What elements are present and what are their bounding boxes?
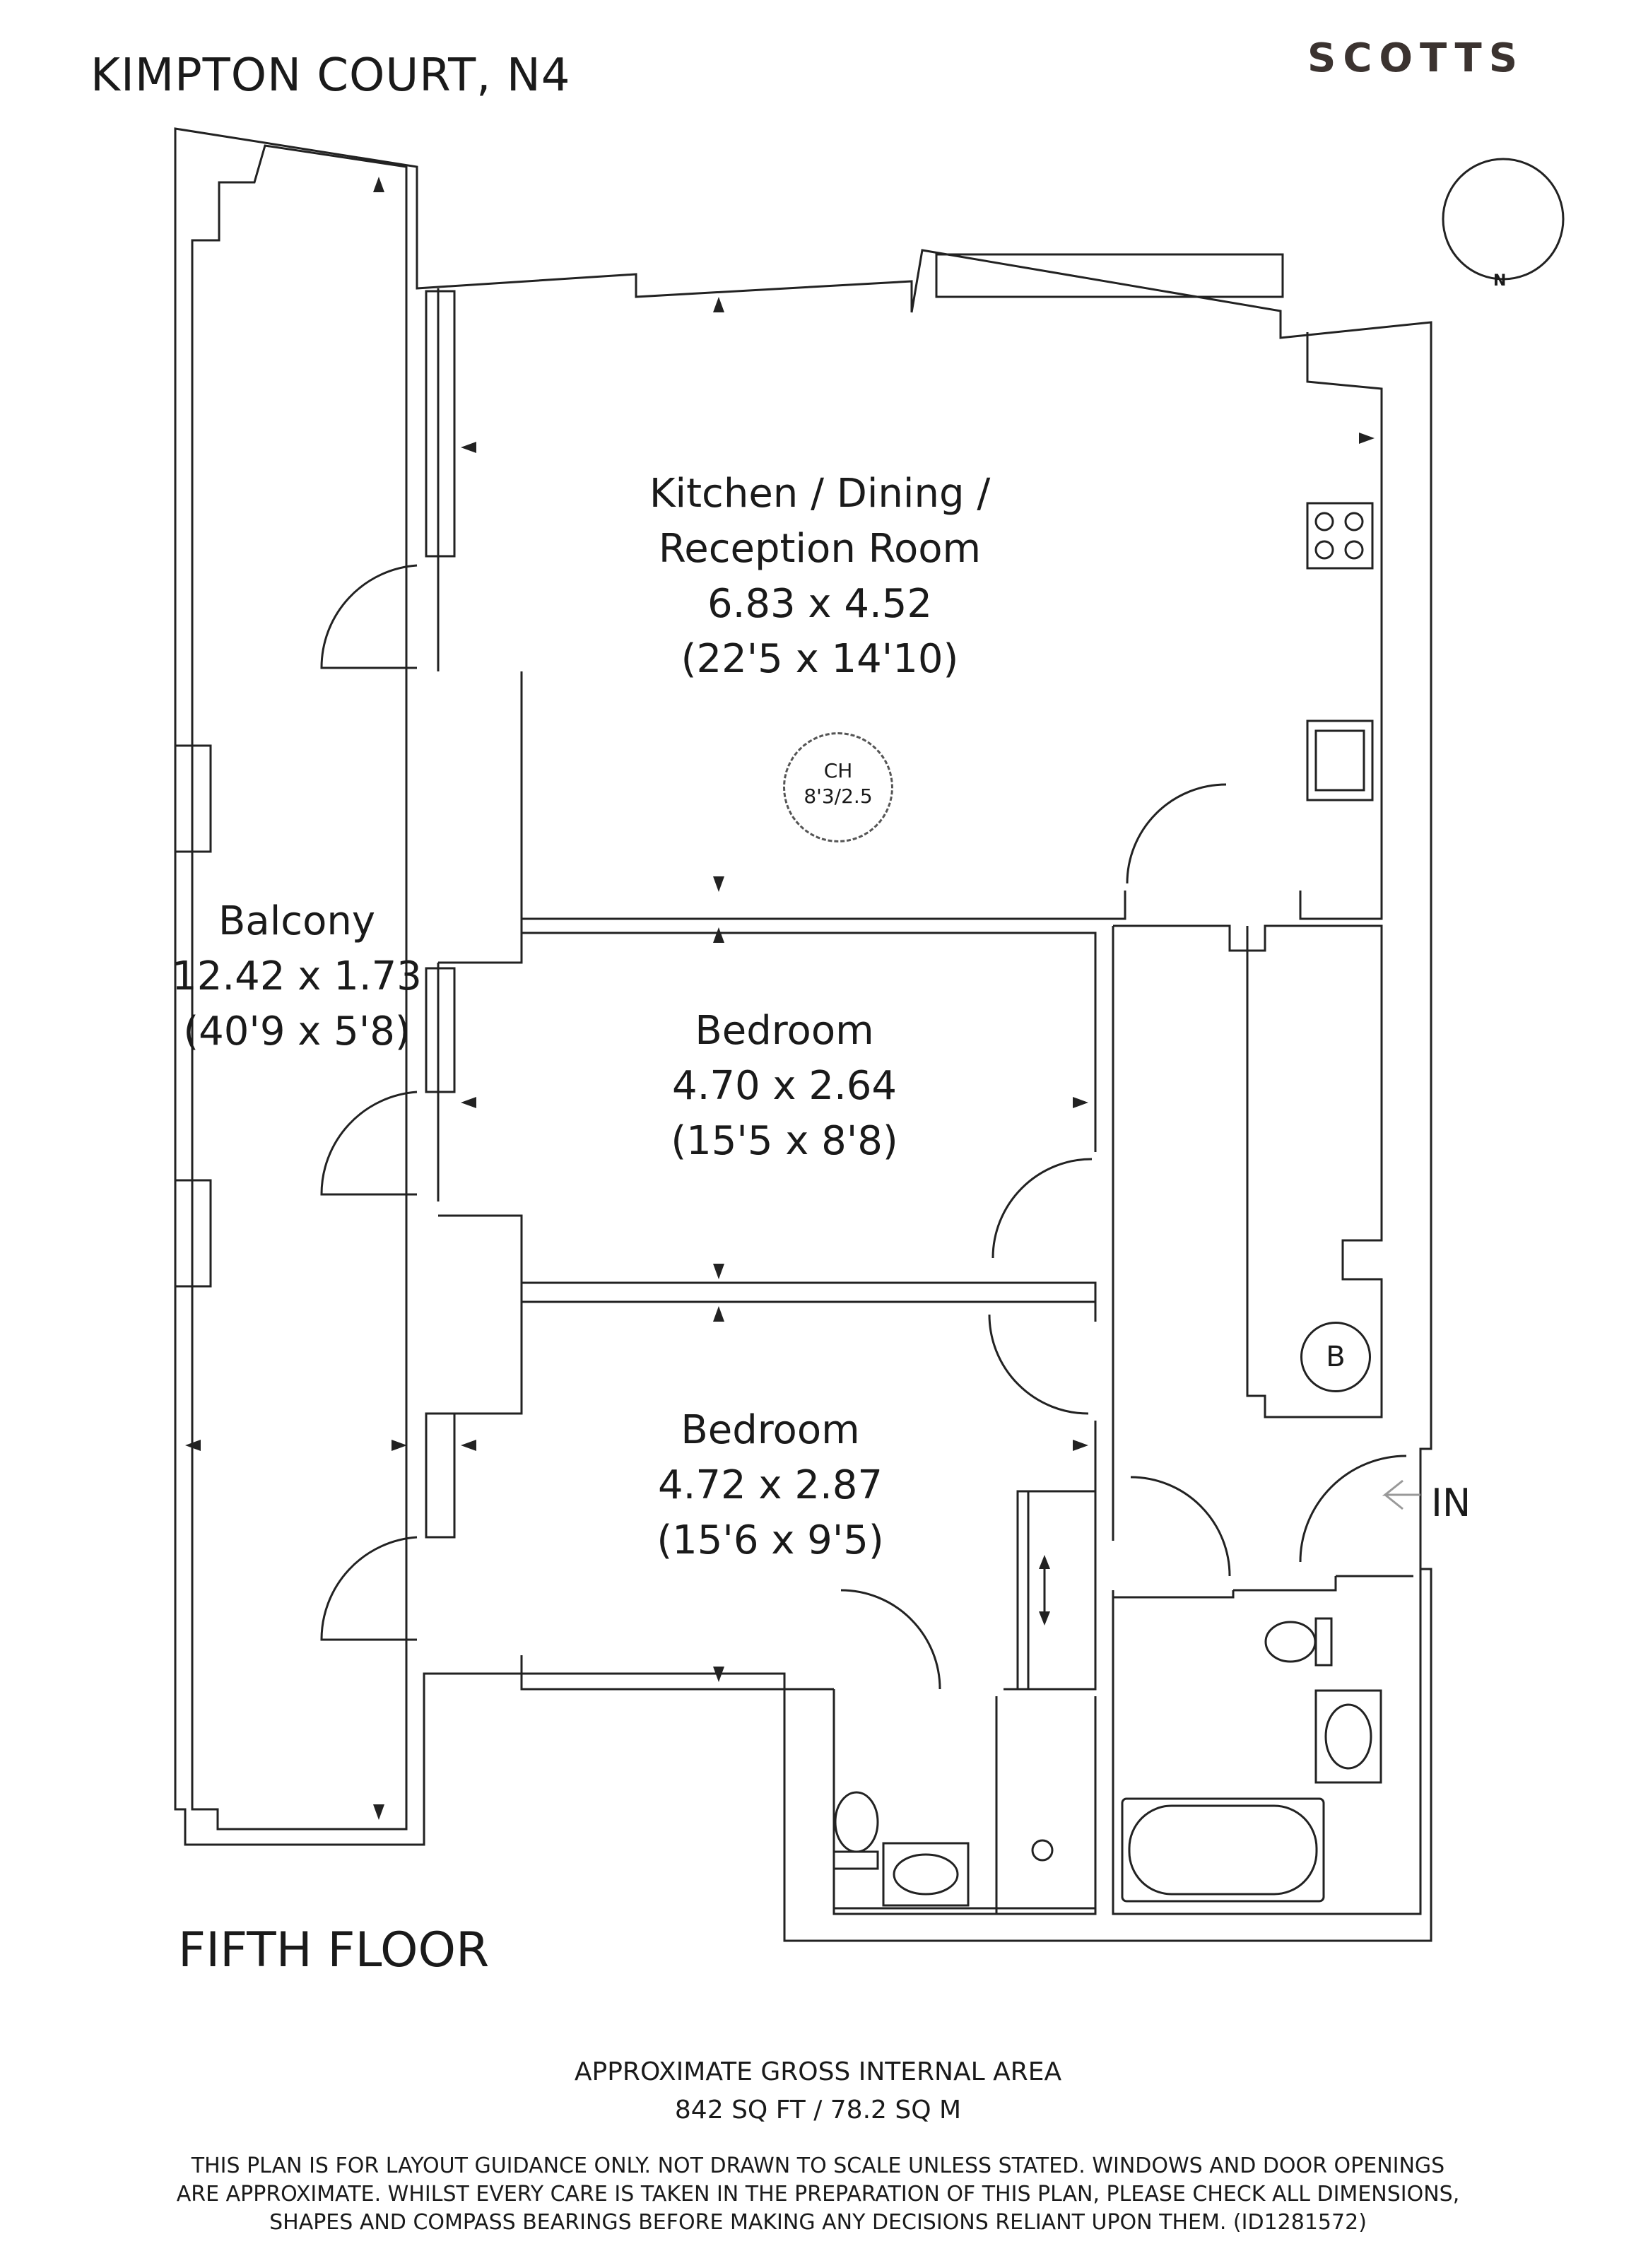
door-swing [988, 1314, 1089, 1415]
storage-cupboard [1016, 1490, 1097, 1691]
area-summary: APPROXIMATE GROSS INTERNAL AREA 842 SQ F… [0, 2053, 1636, 2129]
door-swing [1130, 1476, 1231, 1577]
balcony-inner-wall [191, 144, 408, 1831]
bedroom1-imperial: (15'5 x 8'8) [671, 1118, 898, 1164]
window-frame [935, 253, 1284, 298]
door-swing [320, 1091, 418, 1196]
balcony-metric: 12.42 x 1.73 [172, 953, 422, 999]
property-title: KIMPTON COURT, N4 [90, 49, 571, 102]
bathroom-basin [1314, 1689, 1382, 1784]
kitchen-imperial: (22'5 x 14'10) [681, 636, 959, 682]
window-frame [174, 744, 212, 853]
brand-logo: SCOTTS [1307, 35, 1525, 81]
floor-label: FIFTH FLOOR [178, 1922, 490, 1978]
door-swing [840, 1589, 941, 1690]
compass-ring [1442, 158, 1565, 281]
bedroom2-label: Bedroom 4.72 x 2.87 (15'6 x 9'5) [636, 1403, 905, 1568]
door-swing [320, 1536, 418, 1641]
entrance-label: IN [1431, 1481, 1471, 1525]
boiler-marker: B [1300, 1322, 1371, 1392]
ceiling-height-value: 8'3/2.5 [804, 785, 873, 808]
bedroom2-imperial: (15'6 x 9'5) [657, 1517, 884, 1563]
kitchen-name-line1: Kitchen / Dining / [649, 471, 991, 517]
shower-head [1031, 1839, 1054, 1862]
disclaimer-line2: ARE APPROXIMATE. WHILST EVERY CARE IS TA… [176, 2182, 1460, 2207]
compass-north-label: N [1493, 272, 1507, 290]
bathtub [1121, 1797, 1325, 1903]
bedroom1-metric: 4.70 x 2.64 [671, 1063, 898, 1109]
area-line2: 842 SQ FT / 78.2 SQ M [674, 2096, 962, 2125]
disclaimer: THIS PLAN IS FOR LAYOUT GUIDANCE ONLY. N… [0, 2152, 1636, 2237]
balcony-label: Balcony 12.42 x 1.73 (40'9 x 5'8) [170, 894, 424, 1059]
outer-wall [174, 127, 1432, 1942]
bedroom2-name: Bedroom [681, 1407, 860, 1453]
kitchen-sink [1306, 719, 1374, 801]
balcony-name: Balcony [218, 898, 375, 944]
window-frame [174, 1179, 212, 1288]
bedroom1-name: Bedroom [695, 1008, 874, 1054]
kitchen-label: Kitchen / Dining / Reception Room 6.83 x… [622, 466, 1018, 687]
wc-walls [832, 1689, 1097, 1915]
area-line1: APPROXIMATE GROSS INTERNAL AREA [574, 2057, 1062, 2086]
bathroom-walls [1112, 1569, 1422, 1915]
kitchen-walls [437, 288, 1383, 964]
disclaimer-line3: SHAPES AND COMPASS BEARINGS BEFORE MAKIN… [269, 2210, 1367, 2235]
disclaimer-line1: THIS PLAN IS FOR LAYOUT GUIDANCE ONLY. N… [191, 2154, 1445, 2178]
window-frame [425, 290, 456, 558]
ceiling-height-label: CH [823, 759, 853, 782]
door-swing [320, 564, 418, 669]
bedroom1-label: Bedroom 4.70 x 2.64 (15'5 x 8'8) [650, 1004, 919, 1169]
door-swing [1126, 783, 1227, 884]
kitchen-metric: 6.83 x 4.52 [707, 581, 933, 627]
wc-basin [882, 1842, 970, 1907]
bedroom2-metric: 4.72 x 2.87 [657, 1462, 883, 1508]
wc-toilet [834, 1791, 879, 1853]
window-frame [425, 1412, 456, 1539]
bedroom1-walls [437, 926, 1114, 1541]
toilet [1264, 1621, 1317, 1663]
wardrobe-walls [1113, 924, 1383, 1418]
ceiling-height-marker: CH 8'3/2.5 [783, 732, 893, 842]
entrance-arrow [1382, 1479, 1420, 1510]
hob [1306, 502, 1374, 570]
balcony-imperial: (40'9 x 5'8) [183, 1009, 411, 1054]
door-swing [991, 1158, 1093, 1259]
window-frame [425, 967, 456, 1093]
kitchen-name-line2: Reception Room [658, 526, 982, 572]
door-swing [1299, 1455, 1407, 1563]
